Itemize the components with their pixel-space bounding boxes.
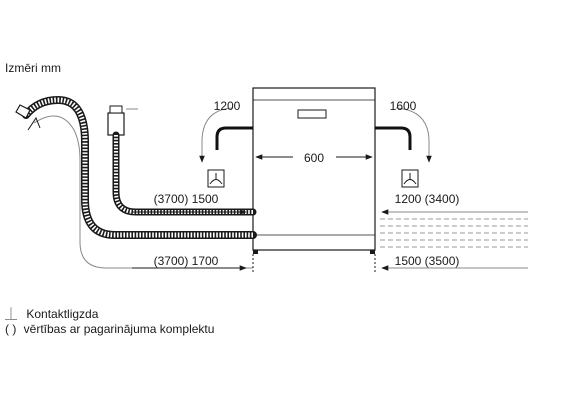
right-upper-hose-dimension: 1200 (3400): [381, 192, 528, 215]
width-dimension: 600: [255, 151, 373, 165]
paren-symbol: ( ): [5, 322, 17, 336]
left-foot: [253, 250, 258, 254]
left-cable-length-label: 1200: [214, 99, 241, 113]
legend-extension: ( ) vērtības ar pagarinājuma komplektu: [5, 322, 214, 336]
extension-guide-lines: [380, 218, 528, 248]
drain-hose-end: [15, 104, 31, 119]
right-power-cable: 1600: [375, 99, 432, 163]
left-upper-hose-label: (3700) 1500: [154, 192, 219, 206]
right-socket-icon: [401, 169, 419, 188]
right-foot: [370, 250, 375, 254]
right-lower-hose-label: 1500 (3500): [395, 254, 460, 268]
right-lower-hose-dimension: 1500 (3500): [381, 254, 528, 271]
control-panel: [297, 109, 327, 119]
left-socket-icon: [207, 169, 225, 188]
right-cable-length-label: 1600: [390, 99, 417, 113]
legend-socket: ⏊ Kontaktligzda: [5, 305, 98, 322]
right-upper-hose-label: 1200 (3400): [395, 192, 460, 206]
diagram-title: Izmēri mm: [5, 61, 61, 75]
drain-hose-range-arc: [33, 115, 253, 269]
socket-legend-label: Kontaktligzda: [26, 307, 99, 321]
left-lower-hose-dimension: (3700) 1700: [132, 254, 247, 271]
left-power-cable: 1200: [199, 99, 253, 163]
extension-legend-label: vērtības ar pagarinājuma komplektu: [23, 322, 215, 336]
socket-symbol-icon: ⏊: [5, 307, 18, 321]
dishwasher-body: [252, 87, 376, 254]
width-label: 600: [304, 151, 324, 165]
cabinet-side-guides: [252, 254, 376, 272]
drain-hose: [15, 95, 257, 269]
left-upper-hose-dimension: (3700) 1500: [132, 192, 247, 215]
left-lower-hose-label: (3700) 1700: [154, 254, 219, 268]
